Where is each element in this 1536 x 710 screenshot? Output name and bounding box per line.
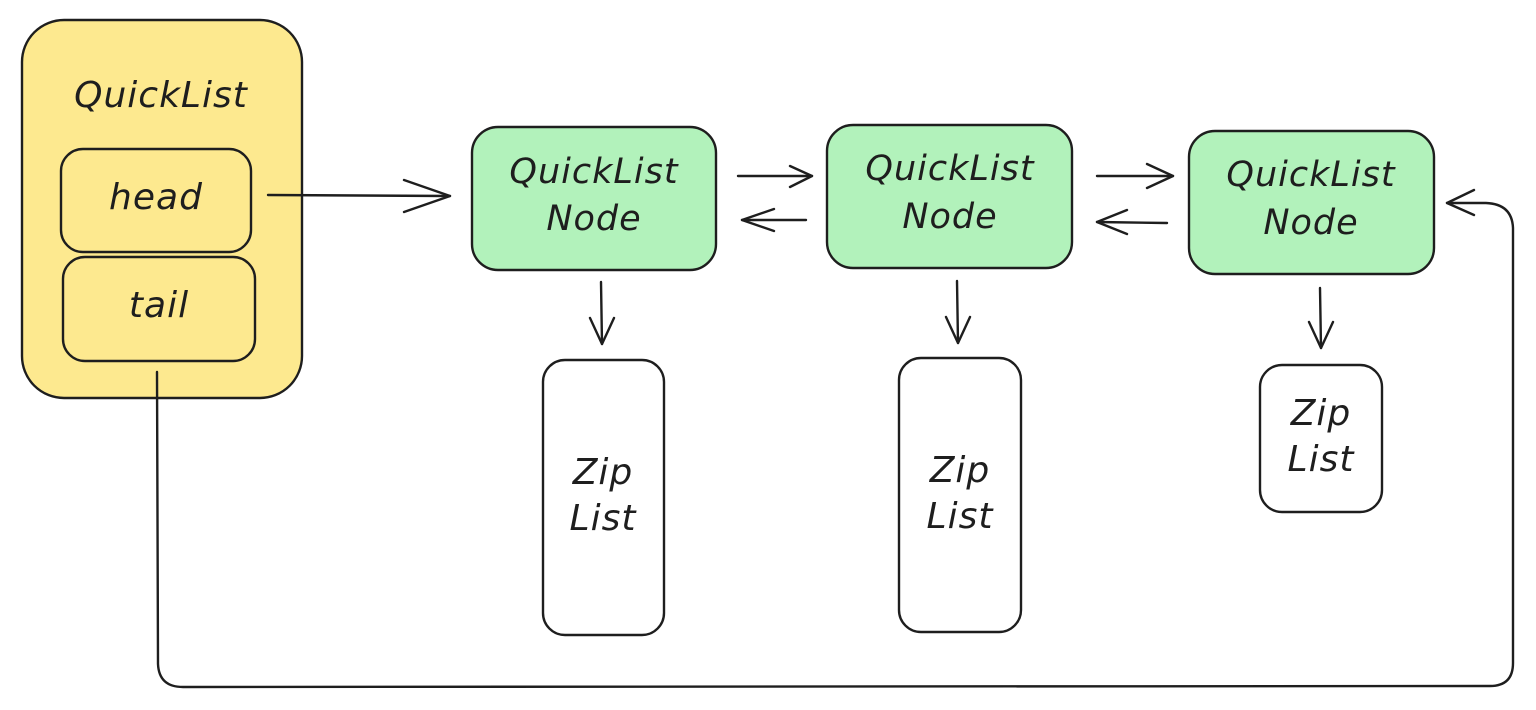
tail-label: tail bbox=[129, 285, 189, 326]
ziplist-label-line1: Zip bbox=[1290, 393, 1352, 434]
head-box bbox=[59, 147, 253, 254]
arrow-tail-to-node-3 bbox=[155, 188, 1515, 689]
node-box bbox=[1187, 129, 1436, 276]
tail-field: tail bbox=[61, 255, 257, 363]
node-box bbox=[470, 125, 718, 272]
quicklist-title: QuickList bbox=[74, 75, 249, 116]
tail-box bbox=[61, 255, 257, 363]
arrow-node-2-to-ziplist-2 bbox=[944, 279, 972, 345]
ziplist-box bbox=[897, 356, 1023, 634]
ziplist-3: Zip List bbox=[1258, 363, 1384, 514]
arrow-node-1-to-node-2 bbox=[736, 164, 814, 189]
node-label-line1: QuickList bbox=[509, 152, 678, 192]
node-label-line2: Node bbox=[902, 197, 997, 237]
arrow-node-2-to-node-3 bbox=[1095, 162, 1175, 190]
head-field: head bbox=[59, 147, 253, 254]
ziplist-2: Zip List bbox=[897, 356, 1023, 634]
arrow-node-3-to-node-2 bbox=[1095, 208, 1169, 236]
ziplist-label-line2: List bbox=[927, 496, 995, 537]
ziplist-label-line2: List bbox=[570, 498, 638, 539]
ziplist-label-line1: Zip bbox=[929, 450, 991, 491]
arrow-node-3-to-ziplist-3 bbox=[1307, 286, 1335, 350]
quicklist-node-1: QuickList Node bbox=[470, 125, 718, 272]
ziplist-box bbox=[1258, 363, 1384, 514]
quicklist-container: QuickList head tail bbox=[20, 18, 304, 400]
ziplist-box bbox=[541, 358, 666, 637]
head-label: head bbox=[109, 177, 203, 218]
node-label-line1: QuickList bbox=[865, 149, 1034, 189]
node-label-line2: Node bbox=[1263, 203, 1358, 243]
node-label-line1: QuickList bbox=[1226, 155, 1395, 195]
quicklist-node-2: QuickList Node bbox=[825, 123, 1074, 270]
node-label-line2: Node bbox=[546, 199, 641, 239]
arrow-node-2-to-node-1 bbox=[740, 207, 808, 233]
ziplist-label-line1: Zip bbox=[572, 452, 634, 493]
ziplist-label-line2: List bbox=[1288, 439, 1356, 480]
arrow-head-to-node-1 bbox=[266, 178, 452, 214]
node-box bbox=[825, 123, 1074, 270]
ziplist-1: Zip List bbox=[541, 358, 666, 637]
arrow-node-1-to-ziplist-1 bbox=[588, 280, 616, 346]
quicklist-node-3: QuickList Node bbox=[1187, 129, 1436, 276]
